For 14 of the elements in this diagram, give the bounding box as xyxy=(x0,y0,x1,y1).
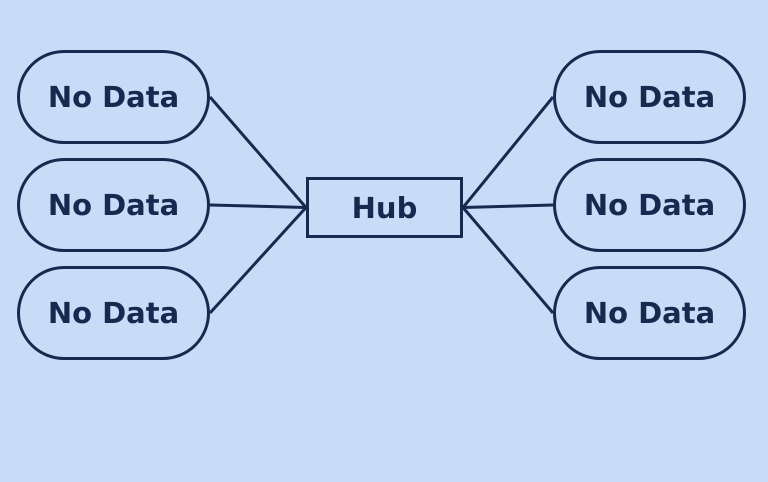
connector-line xyxy=(462,204,554,209)
node-label: No Data xyxy=(48,188,180,222)
node-label: No Data xyxy=(584,80,716,114)
connector-line xyxy=(462,206,554,314)
node-label: No Data xyxy=(48,296,180,330)
connector-line xyxy=(208,96,308,208)
node-label: Hub xyxy=(352,190,418,224)
node-label: No Data xyxy=(584,296,716,330)
connector-line xyxy=(208,206,308,314)
connector-line xyxy=(462,96,554,208)
connector-line xyxy=(210,204,306,209)
node-label: No Data xyxy=(48,80,180,114)
hub-box xyxy=(306,177,463,238)
node-label: No Data xyxy=(584,188,716,222)
